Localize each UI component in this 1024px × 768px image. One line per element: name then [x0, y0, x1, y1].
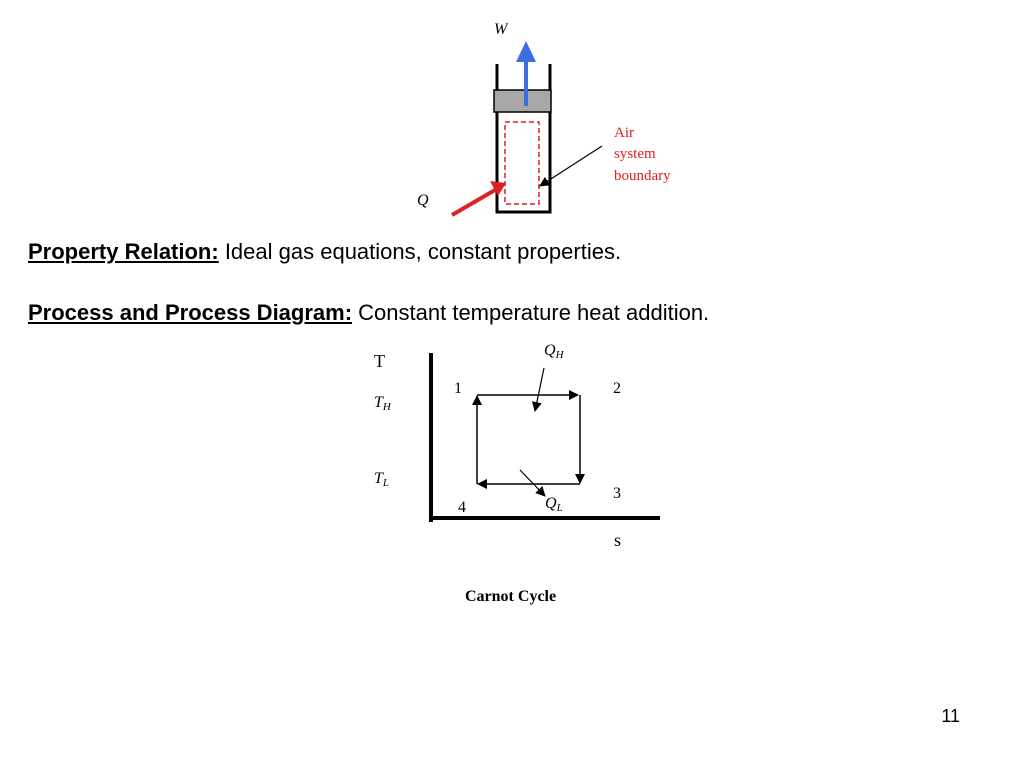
work-label: W [494, 21, 509, 38]
heat-label: Q [417, 192, 429, 209]
boundary-label-line-1: Air [614, 125, 634, 141]
cylinder [495, 64, 552, 214]
s-axis-label: s [614, 530, 621, 550]
ql-arrow [519, 469, 546, 497]
system-boundary [504, 121, 540, 205]
boundary-label-line-2: system [614, 146, 656, 162]
state-2-label: 2 [613, 380, 621, 397]
carnot-cycle-path [472, 390, 585, 489]
diagram-caption: Carnot Cycle [465, 588, 556, 605]
heat-arrow [450, 181, 506, 217]
state-1-label: 1 [454, 380, 462, 397]
qh-label: QH [544, 342, 565, 361]
piston-cylinder-figure: W Q Air system boundary [417, 21, 671, 217]
state-4-label: 4 [458, 499, 466, 516]
process-heading: Process and Process Diagram: [28, 300, 353, 325]
th-label: TH [374, 394, 392, 413]
ql-label: QL [545, 495, 563, 514]
qh-arrow [531, 367, 545, 412]
process-text: Constant temperature heat addition. [352, 300, 710, 325]
tl-label: TL [374, 470, 389, 489]
page-number: 11 [941, 706, 960, 726]
piston [493, 89, 552, 113]
boundary-label-line-3: boundary [614, 168, 671, 184]
ts-diagram: T s TH TL QH QL 1 2 [374, 342, 660, 605]
property-relation-text: Ideal gas equations, constant properties… [218, 239, 622, 264]
state-3-label: 3 [613, 485, 621, 502]
property-relation-line: Property Relation: Ideal gas equations, … [28, 239, 621, 265]
process-line: Process and Process Diagram: Constant te… [28, 300, 709, 326]
work-arrow [516, 41, 536, 106]
t-axis-label: T [374, 351, 385, 371]
boundary-pointer [539, 145, 603, 187]
boundary-label: Air system boundary [614, 125, 671, 184]
property-relation-heading: Property Relation: [28, 239, 219, 264]
